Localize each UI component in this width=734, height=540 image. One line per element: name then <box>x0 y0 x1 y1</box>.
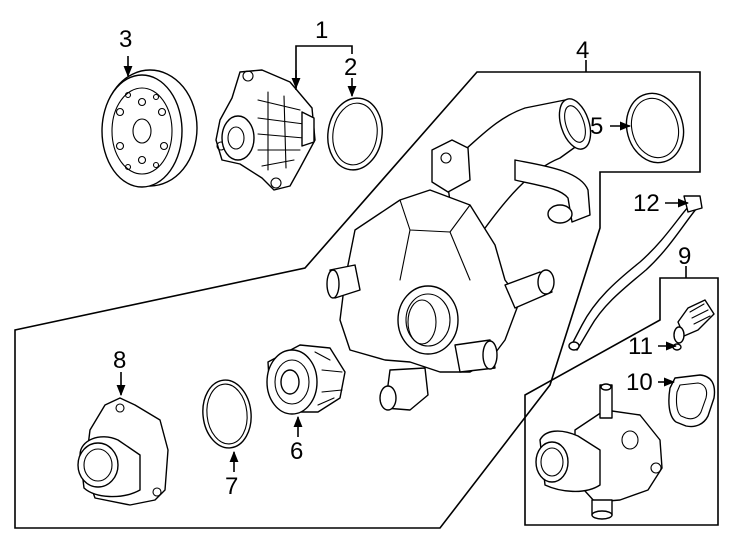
callout-5: 5 <box>590 113 603 140</box>
callout-2: 2 <box>344 54 357 81</box>
assembly-box-4 <box>14 71 701 529</box>
thermostat-housing-part-4[interactable] <box>326 95 596 411</box>
callout-12: 12 <box>633 190 660 217</box>
callout-labels: 1 2 3 4 5 6 7 8 9 10 11 12 <box>113 17 691 500</box>
o-ring-part-5[interactable] <box>619 87 691 169</box>
callout-7: 7 <box>225 473 238 500</box>
callout-1: 1 <box>315 17 328 44</box>
hose-part-12[interactable] <box>568 195 703 351</box>
gasket-part-7[interactable] <box>200 378 255 451</box>
gasket-part-2[interactable] <box>323 95 386 174</box>
water-outlet-part-8[interactable] <box>77 397 169 506</box>
seal-part-10[interactable] <box>668 374 716 428</box>
callout-10: 10 <box>626 369 653 396</box>
callout-9: 9 <box>678 243 691 270</box>
assembly-box-9 <box>524 277 719 526</box>
callout-11: 11 <box>628 333 653 360</box>
sensor-part-11[interactable] <box>672 299 715 351</box>
coolant-housing-part-9[interactable] <box>535 383 663 520</box>
water-pump-part-1[interactable] <box>215 69 316 191</box>
callout-6: 6 <box>290 438 303 465</box>
pulley-part-3[interactable] <box>101 69 198 188</box>
thermostat-part-6[interactable] <box>266 344 346 415</box>
callout-4: 4 <box>576 37 589 64</box>
callout-8: 8 <box>113 347 126 374</box>
leader-lines <box>116 45 690 472</box>
callout-3: 3 <box>119 26 132 53</box>
